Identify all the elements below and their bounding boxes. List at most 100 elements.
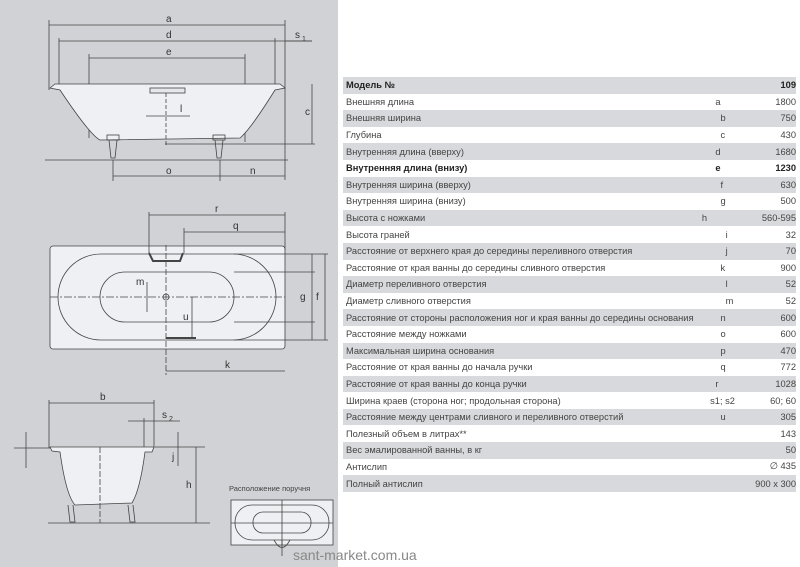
spec-name: Внешняя ширина: [346, 113, 422, 124]
dim-c: c: [305, 107, 310, 118]
spec-value: 109: [780, 80, 796, 91]
spec-value: 430: [780, 130, 796, 141]
spec-code: i: [725, 229, 728, 240]
table-row: Расстояние от верхнего края до середины …: [343, 242, 796, 260]
spec-value: 143: [780, 428, 796, 439]
spec-name: Расстояние от края ванны до конца ручки: [346, 378, 527, 389]
spec-value: 60; 60: [770, 395, 796, 406]
spec-value: 600: [780, 329, 796, 340]
end-view: [14, 400, 210, 524]
spec-name: Внешняя длина: [346, 96, 415, 107]
spec-name: Расстояние между ножками: [346, 329, 467, 340]
spec-name: Диаметр сливного отверстия: [346, 296, 471, 307]
spec-name: Расстояние от края ванны до середины сли…: [346, 262, 606, 273]
spec-value: 560-595: [761, 213, 796, 224]
dim-a: a: [166, 14, 172, 25]
table-row: Полезный объем в литрах** 143: [343, 425, 796, 442]
spec-value: 52: [785, 296, 796, 307]
dim-s1-sub: 1: [302, 36, 306, 43]
table-row: Ширина краев (сторона ног; продольная ст…: [343, 392, 796, 409]
spec-name: Глубина: [346, 130, 382, 141]
spec-code: g: [720, 196, 726, 207]
spec-value: ∅ 435: [769, 461, 796, 472]
spec-value: 772: [780, 362, 796, 373]
spec-name: Расстояние от стороны расположения ног и…: [346, 312, 694, 323]
table-row: Расстояние от края ванны до начала ручки…: [343, 359, 796, 376]
table-row: Диаметр сливного отверстия m 52: [343, 293, 796, 310]
spec-name: Модель №: [346, 80, 395, 91]
table-row: Внутренняя длина (внизу) e 1230: [343, 160, 796, 177]
table-row: Полный антислип 900 x 300: [343, 475, 796, 492]
table-row: Антислип ∅ 435: [343, 459, 796, 476]
table-row: Расстояние от стороны расположения ног и…: [343, 309, 796, 326]
spec-value: 1680: [775, 146, 796, 157]
dim-k: k: [225, 360, 231, 371]
spec-value: 500: [780, 196, 796, 207]
spec-code: d: [715, 146, 721, 157]
spec-code: l: [725, 279, 728, 290]
spec-code: b: [720, 113, 726, 124]
spec-name: Внутренняя длина (внизу): [346, 163, 468, 174]
top-view: [49, 212, 328, 375]
table-row: Расстояние от края ванны до середины сли…: [343, 260, 796, 277]
spec-value: 900 x 300: [755, 478, 796, 489]
spec-value: 305: [780, 412, 796, 423]
spec-name: Ширина краев (сторона ног; продольная ст…: [346, 395, 561, 406]
spec-value: 1800: [775, 96, 796, 107]
spec-name: Полный антислип: [346, 478, 423, 489]
spec-code: k: [720, 262, 726, 273]
spec-code: o: [720, 329, 726, 340]
dimension-labels: a d s 1 e l c o n r q m u g f k b s 2 j …: [100, 14, 319, 491]
spec-name: Полезный объем в литрах**: [346, 428, 467, 439]
dim-h: h: [186, 480, 192, 491]
spec-code: s1; s2: [710, 395, 735, 406]
spec-code: m: [725, 296, 734, 307]
spec-code: p: [720, 345, 726, 356]
spec-name: Антислип: [346, 461, 388, 472]
table-row: Вес эмалированной ванны, в кг 50: [343, 442, 796, 459]
spec-name: Высота граней: [346, 229, 410, 240]
spec-value: 50: [785, 445, 796, 456]
dim-b: b: [100, 392, 106, 403]
spec-name: Высота с ножками: [346, 213, 426, 224]
dim-q: q: [233, 221, 239, 232]
dim-r: r: [215, 204, 219, 215]
bathtub-drawings: a d s 1 e l c o n r q m u g f k b s 2 j …: [14, 14, 334, 556]
spec-value: 470: [780, 345, 796, 356]
spec-value: 630: [780, 179, 796, 190]
table-row: Расстояние между центрами сливного и пер…: [343, 408, 796, 426]
spec-value: 1230: [775, 163, 796, 174]
spec-name: Внутренняя ширина (внизу): [346, 196, 466, 207]
handrail-caption: Расположение поручня: [229, 484, 311, 493]
dim-n: n: [250, 166, 256, 177]
spec-value: 52: [785, 279, 796, 290]
spec-value: 900: [780, 262, 796, 273]
spec-value: 600: [780, 312, 796, 323]
spec-value: 1028: [775, 378, 796, 389]
spec-code: u: [720, 412, 726, 423]
dim-d: d: [166, 30, 172, 41]
spec-name: Внутренняя ширина (вверху): [346, 179, 471, 190]
side-view: [45, 20, 315, 181]
spec-code: n: [720, 312, 726, 323]
spec-name: Расстояние от края ванны до начала ручки: [346, 362, 533, 373]
table-row: Расстояние между ножками o 600: [343, 326, 796, 343]
spec-code: e: [715, 163, 721, 174]
spec-name: Внутренняя длина (вверху): [346, 146, 464, 157]
dim-s2-sub: 2: [169, 416, 173, 423]
spec-name: Расстояние от верхнего края до середины …: [346, 246, 633, 257]
dim-j: j: [171, 452, 174, 463]
watermark: sant-market.com.ua: [293, 547, 417, 563]
spec-value: 70: [785, 246, 796, 257]
dim-l: l: [180, 104, 182, 115]
table-row: Внутренняя ширина (внизу) g 500: [343, 193, 796, 210]
dim-s1: s: [295, 30, 300, 41]
spec-name: Вес эмалированной ванны, в кг: [346, 445, 483, 456]
dim-u: u: [183, 312, 189, 323]
